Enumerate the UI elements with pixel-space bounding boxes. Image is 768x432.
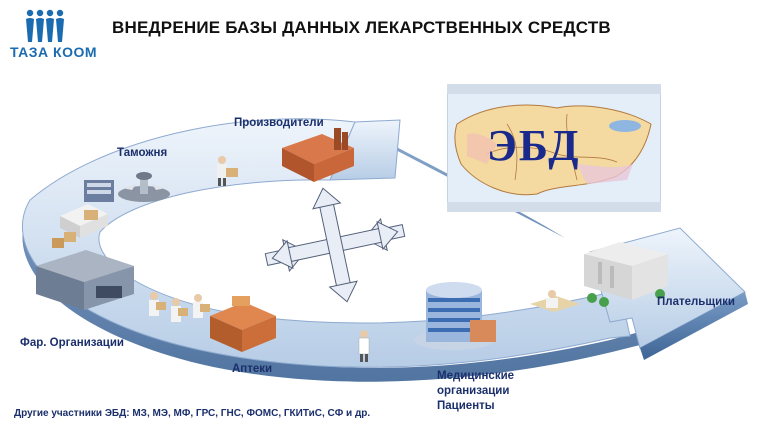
delivery-worker-icon <box>217 156 238 186</box>
label-pharm-organizations: Фар. Организации <box>20 337 124 349</box>
label-payers: Плательщики <box>657 296 735 308</box>
workers-icon <box>149 292 210 322</box>
label-pharmacies: Аптеки <box>232 363 273 375</box>
page-title: ВНЕДРЕНИЕ БАЗЫ ДАННЫХ ЛЕКАРСТВЕННЫХ СРЕД… <box>112 18 611 37</box>
footer-participants: Другие участники ЭБД: МЗ, МЭ, МФ, ГРС, Г… <box>14 408 371 419</box>
label-producers: Производители <box>234 117 324 129</box>
airport-icon <box>118 172 170 202</box>
label-medical-line1: Медицинские <box>437 370 515 382</box>
factory-icon <box>282 128 354 182</box>
office-building-icon <box>84 180 114 202</box>
office-worker-icon <box>530 290 580 312</box>
label-medical-line3: Пациенты <box>437 400 495 412</box>
label-customs: Таможня <box>117 147 168 159</box>
pharmacy-building-icon <box>210 296 276 352</box>
logo-text: ТАЗА КООМ <box>10 44 98 60</box>
label-medical-line2: организации <box>437 385 510 397</box>
logo-icon <box>26 9 64 42</box>
ebd-label: ЭБД <box>487 121 581 170</box>
warehouse-icon <box>36 250 134 310</box>
label-medical-organizations: Медицинские организации Пациенты <box>437 369 514 414</box>
payers-building-icon <box>584 242 668 307</box>
boxes-icon <box>52 232 76 248</box>
four-way-arrow-icon <box>264 187 406 303</box>
doctor-icon <box>358 330 370 362</box>
kyrgyzstan-map-image <box>447 84 661 212</box>
hospital-building-icon <box>414 282 496 350</box>
